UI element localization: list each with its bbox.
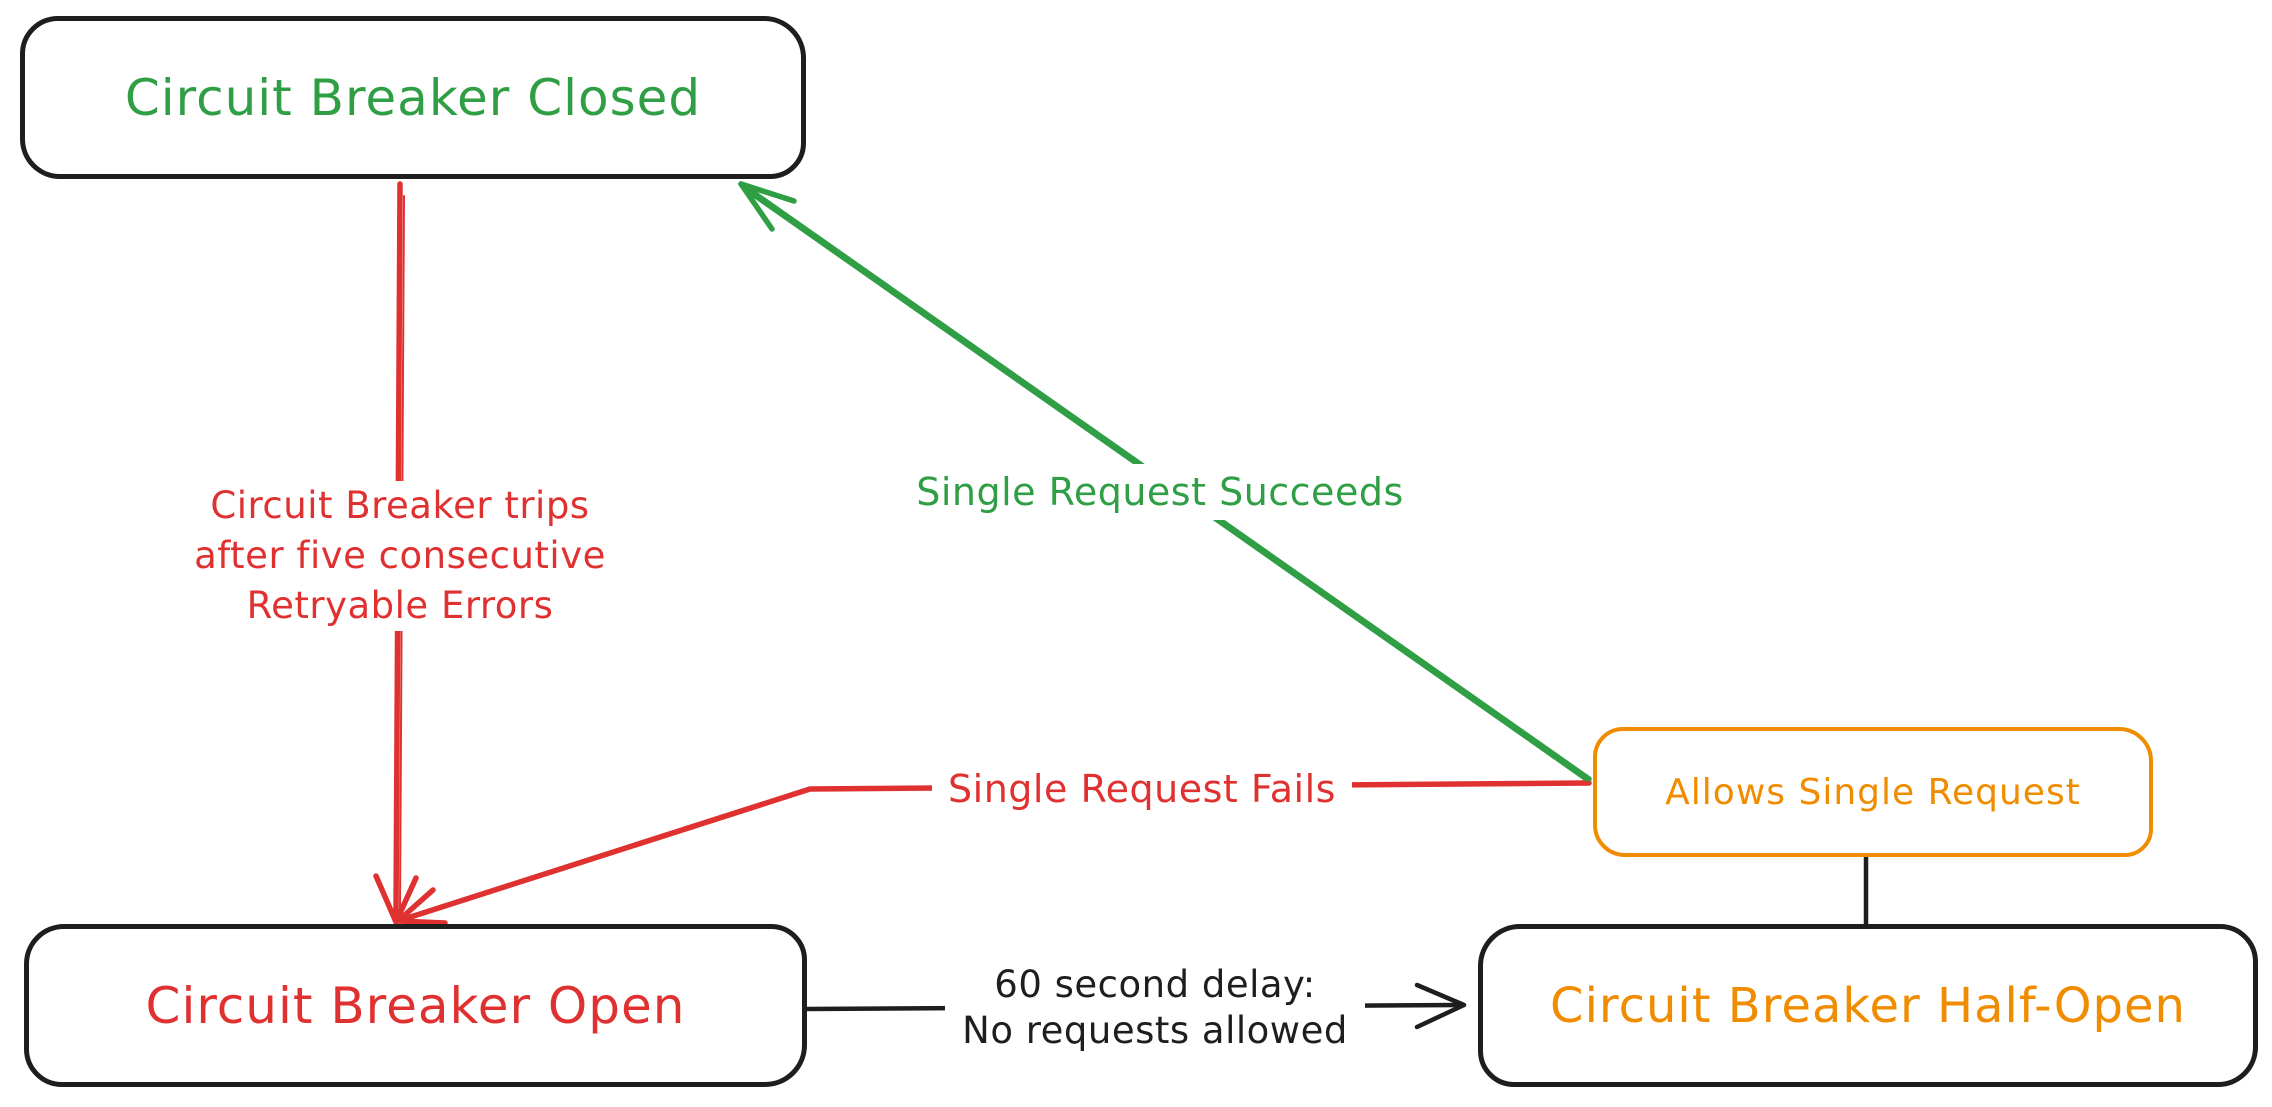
edge-label-fails: Single Request Fails (932, 762, 1352, 816)
node-circuit-breaker-closed: Circuit Breaker Closed (20, 16, 806, 179)
fails-arrowhead (395, 887, 448, 926)
trips-label-line1: Circuit Breaker trips (210, 484, 590, 527)
succeeds-arrowhead (738, 181, 797, 232)
delay-label-line1: 60 second delay: (994, 963, 1316, 1006)
edge-label-succeeds: Single Request Succeeds (905, 464, 1415, 520)
edge-label-trips: Circuit Breaker trips after five consecu… (180, 481, 620, 631)
node-circuit-breaker-half-open: Circuit Breaker Half-Open (1478, 924, 2258, 1087)
delay-label-line2: No requests allowed (962, 1009, 1348, 1052)
node-allows-single-request: Allows Single Request (1593, 727, 2153, 857)
trips-label-line2: after five consecutive (194, 534, 606, 577)
node-circuit-breaker-open: Circuit Breaker Open (24, 924, 807, 1087)
edge-label-delay: 60 second delay: No requests allowed (945, 962, 1365, 1054)
node-halfopen-label: Circuit Breaker Half-Open (1550, 977, 2186, 1034)
trips-arrowhead (373, 873, 419, 925)
node-closed-label: Circuit Breaker Closed (124, 68, 702, 127)
delay-arrowhead (1414, 982, 1467, 1030)
node-open-label: Circuit Breaker Open (145, 976, 686, 1035)
trips-label-line3: Retryable Errors (246, 584, 554, 627)
node-allows-label: Allows Single Request (1665, 771, 2081, 813)
